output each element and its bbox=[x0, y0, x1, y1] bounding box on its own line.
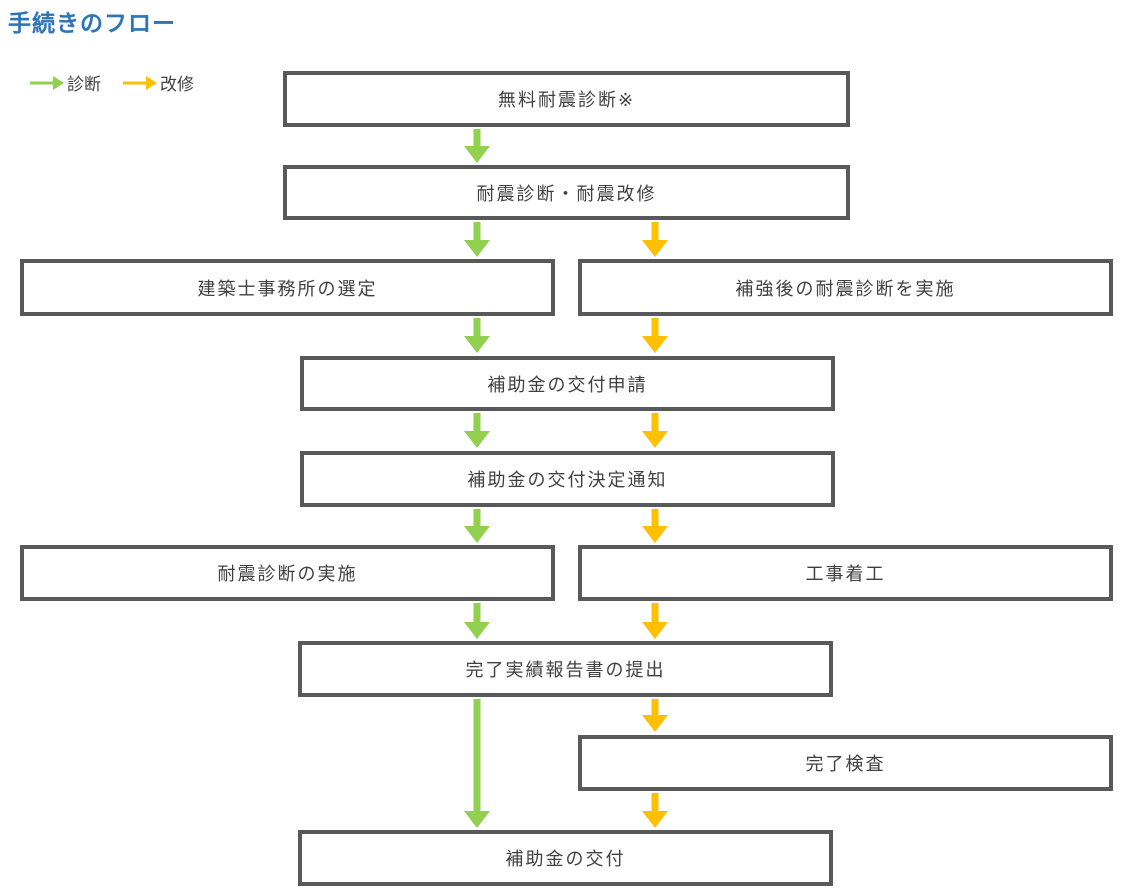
legend-label-renovation: 改修 bbox=[160, 75, 194, 95]
legend: 診断 改修 bbox=[30, 70, 194, 95]
flow-box-label: 完了実績報告書の提出 bbox=[465, 660, 666, 681]
arrow-renovation-inspect-to-subsidy bbox=[642, 793, 668, 828]
legend-label-diagnosis: 診断 bbox=[67, 75, 101, 95]
flow-box-label: 補助金の交付 bbox=[505, 849, 626, 870]
arrow-renovation-grantapp-to-decision bbox=[642, 413, 668, 448]
arrow-diagnosis-report-to-subsidy bbox=[464, 699, 490, 828]
flow-box-label: 完了検査 bbox=[805, 754, 886, 775]
flow-box-construction-start: 工事着工 bbox=[578, 545, 1113, 601]
arrow-renovation-postreinf-to-grantapp bbox=[642, 318, 668, 353]
flow-box-completion-report: 完了実績報告書の提出 bbox=[298, 641, 833, 697]
flow-box-architect-selection: 建築士事務所の選定 bbox=[20, 259, 555, 316]
flow-box-label: 耐震診断・耐震改修 bbox=[476, 183, 657, 205]
flow-box-diagnosis-renovation: 耐震診断・耐震改修 bbox=[283, 165, 850, 220]
flow-box-label: 耐震診断の実施 bbox=[217, 564, 358, 585]
green-arrow-icon bbox=[30, 75, 64, 90]
flow-box-completion-inspection: 完了検査 bbox=[578, 735, 1113, 791]
flow-box-grant-application: 補助金の交付申請 bbox=[300, 356, 835, 411]
orange-arrow-icon bbox=[123, 75, 157, 90]
flow-box-post-reinforcement-diagnosis: 補強後の耐震診断を実施 bbox=[578, 259, 1113, 316]
flow-box-free-diagnosis: 無料耐震診断※ bbox=[283, 71, 850, 127]
arrow-diagnosis-grantapp-to-decision bbox=[464, 413, 490, 448]
flow-box-diagnosis-implementation: 耐震診断の実施 bbox=[20, 545, 555, 601]
flow-box-label: 補強後の耐震診断を実施 bbox=[735, 278, 956, 300]
flow-box-label: 無料耐震診断※ bbox=[497, 90, 636, 111]
flow-box-label: 補助金の交付決定通知 bbox=[467, 470, 668, 491]
arrow-diagnosis-diagimpl-to-report bbox=[464, 603, 490, 639]
arrow-diagnosis-diagren-to-architect bbox=[464, 222, 490, 257]
arrow-renovation-decision-to-construct bbox=[642, 509, 668, 543]
page-title: 手続きのフロー bbox=[8, 11, 176, 37]
arrow-diagnosis-decision-to-diagimpl bbox=[464, 509, 490, 543]
arrow-diagnosis-free-to-diagren bbox=[464, 129, 490, 163]
flow-box-subsidy-grant: 補助金の交付 bbox=[298, 830, 833, 886]
flow-box-label: 工事着工 bbox=[805, 564, 886, 585]
arrow-renovation-construct-to-report bbox=[642, 603, 668, 639]
flow-box-grant-decision-notice: 補助金の交付決定通知 bbox=[300, 451, 835, 507]
arrow-renovation-report-to-inspect bbox=[642, 699, 668, 732]
flow-box-label: 建築士事務所の選定 bbox=[197, 278, 378, 300]
arrow-renovation-diagren-to-postreinf bbox=[642, 222, 668, 257]
arrow-diagnosis-architect-to-grantapp bbox=[464, 318, 490, 353]
flow-box-label: 補助金の交付申請 bbox=[487, 374, 648, 396]
legend-item-diagnosis: 診断 bbox=[30, 70, 101, 95]
legend-item-renovation: 改修 bbox=[123, 70, 194, 95]
